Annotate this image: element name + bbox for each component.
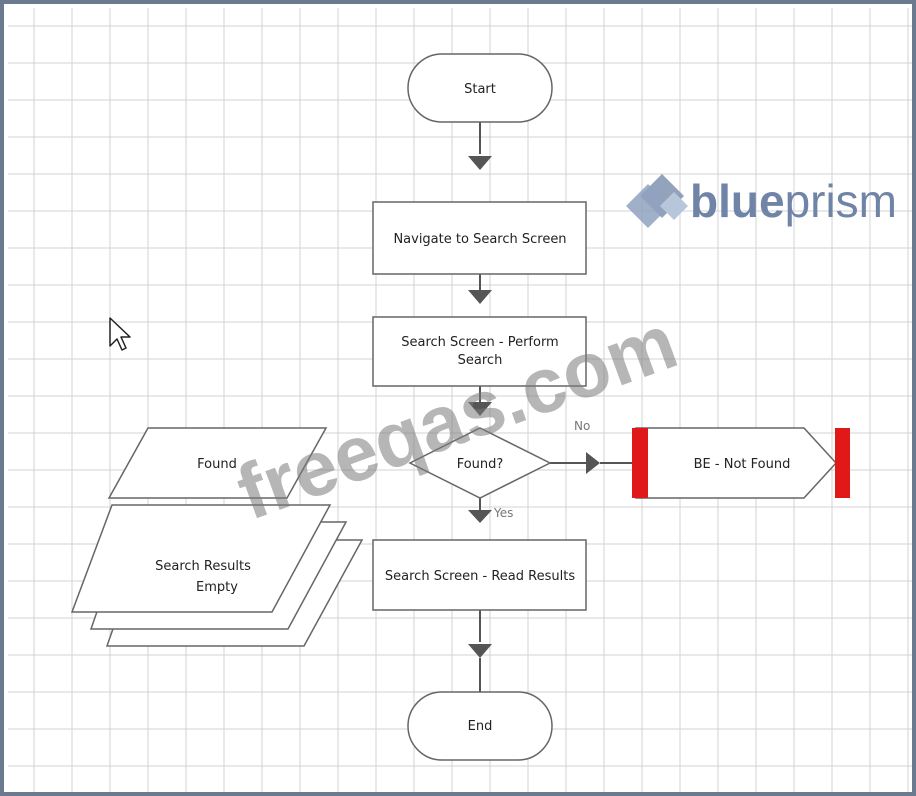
arrow-down-icon [468, 644, 492, 658]
arrow-down-icon [468, 402, 492, 416]
not-found-exception[interactable]: BE - Not Found [632, 427, 850, 499]
start-node[interactable]: Start [407, 53, 553, 123]
search-results-label-line1: Search Results [155, 559, 251, 574]
arrow-right-icon [586, 452, 600, 474]
arrow-down-icon [468, 156, 492, 170]
end-label: End [468, 719, 493, 734]
no-branch-label: No [574, 419, 590, 433]
exception-bar-right [835, 428, 850, 498]
arrow-down-icon [468, 290, 492, 304]
perform-search-action[interactable]: Search Screen - Perform Search [372, 316, 587, 387]
perform-search-label-line2: Search [458, 353, 503, 368]
not-found-label: BE - Not Found [694, 457, 791, 472]
logo-text: blueprism [690, 175, 897, 227]
navigate-label: Navigate to Search Screen [393, 232, 566, 247]
flowchart-canvas: Start Navigate to Search Screen Search S… [4, 4, 912, 792]
end-node[interactable]: End [407, 691, 553, 761]
read-results-action[interactable]: Search Screen - Read Results [372, 539, 587, 611]
navigate-action[interactable]: Navigate to Search Screen [372, 201, 587, 275]
exception-bar-left [632, 428, 648, 498]
mouse-cursor-icon [109, 317, 131, 351]
read-results-label: Search Screen - Read Results [385, 569, 575, 584]
yes-branch-label: Yes [493, 506, 513, 520]
blueprism-logo: blueprism [626, 174, 897, 228]
connectors [479, 122, 636, 692]
arrow-down-icon [468, 510, 492, 523]
search-results-label-line2: Empty [196, 580, 238, 595]
found-decision[interactable]: Found? [408, 427, 552, 499]
blueprism-logo-icon [626, 174, 688, 228]
found-data-item[interactable]: Found [107, 427, 328, 499]
search-results-collection[interactable]: Search Results Empty [70, 504, 364, 647]
decision-label: Found? [457, 457, 504, 472]
arrowheads [468, 156, 600, 658]
start-label: Start [464, 82, 496, 97]
found-data-label: Found [197, 457, 237, 472]
perform-search-label-line1: Search Screen - Perform [401, 335, 558, 350]
